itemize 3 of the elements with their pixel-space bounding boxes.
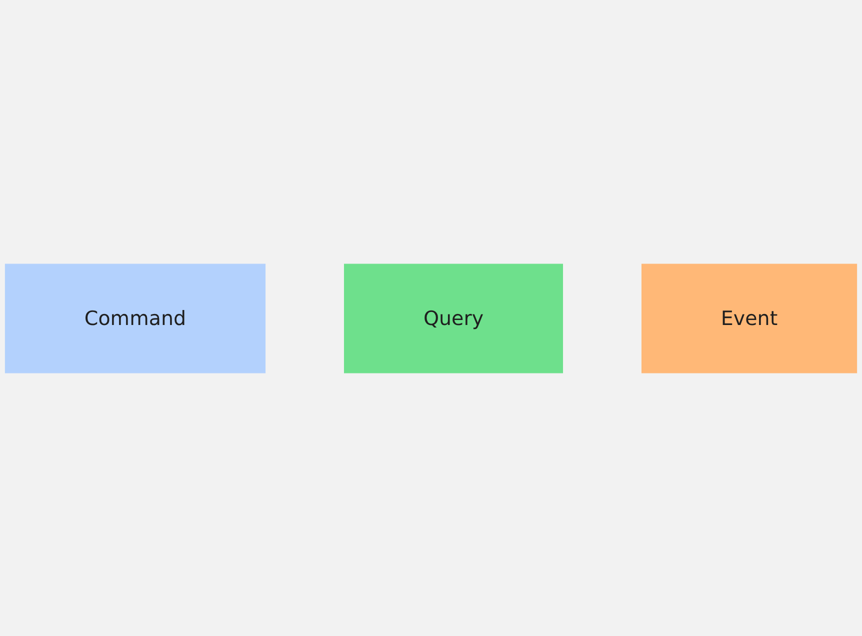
node-box: Command — [4, 263, 266, 373]
node-box: Query — [344, 263, 563, 373]
node-box: Event — [641, 263, 858, 373]
